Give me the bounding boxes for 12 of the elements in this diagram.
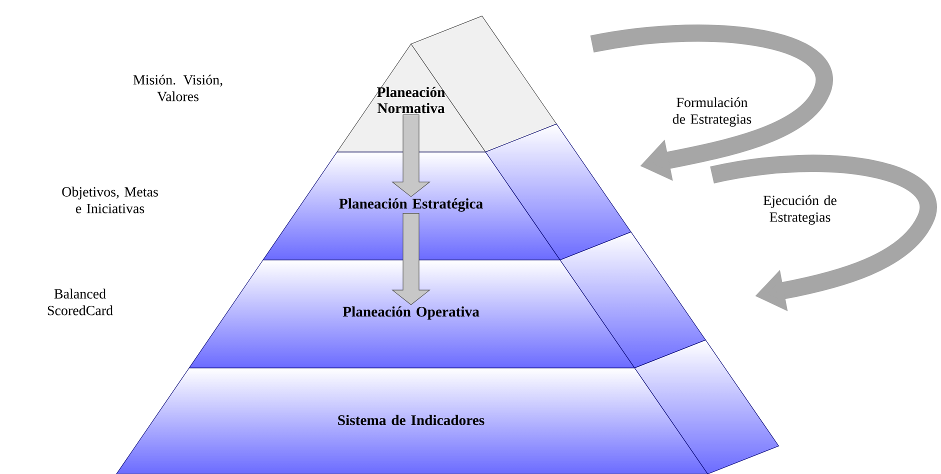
side-label: Objetivos, Metas e Iniciativas xyxy=(62,186,158,214)
curved-arrow xyxy=(590,24,833,181)
side-label: Misión. Visión, Valores xyxy=(133,74,222,102)
pyramid-level: Planeación Estratégica xyxy=(262,124,632,260)
pyramid-level: Planeación Normativa xyxy=(336,16,557,152)
curved-arrow xyxy=(710,154,937,312)
edge-label: Formulación de Estrategias xyxy=(672,97,752,127)
side-label: Balanced ScoredCard xyxy=(48,288,113,316)
edge-label: Ejecución de Estrategias xyxy=(763,195,836,225)
block-arrow xyxy=(392,114,430,198)
block-arrow xyxy=(392,213,430,306)
pyramid-level: Planeación Operativa xyxy=(188,232,706,368)
